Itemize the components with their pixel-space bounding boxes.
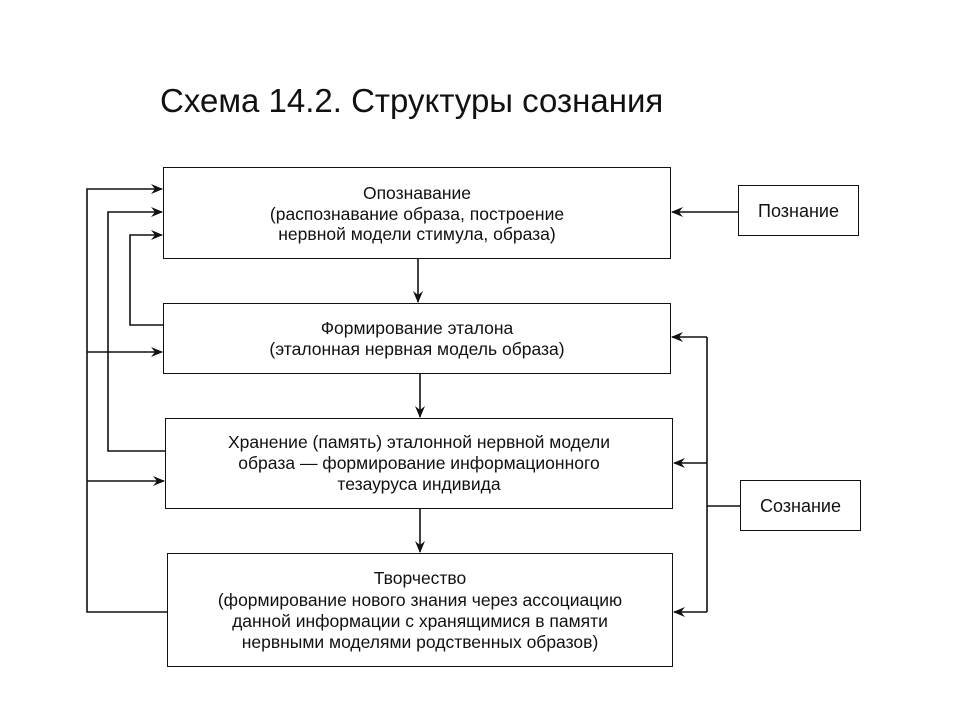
box-creativity-line: данной информации с хранящимися в памяти bbox=[232, 610, 608, 631]
box-recognition-title: Опознавание bbox=[362, 182, 472, 203]
box-cognition: Познание bbox=[738, 185, 859, 236]
box-cognition-label: Познание bbox=[758, 200, 839, 221]
box-consciousness: Сознание bbox=[740, 480, 861, 531]
diagram-title: Схема 14.2. Структуры сознания bbox=[160, 82, 664, 119]
box-storage-line: тезауруса индивида bbox=[337, 474, 501, 494]
box-creativity-line: (формирование нового знания через ассоци… bbox=[217, 589, 623, 610]
box-creativity: Творчество (формирование нового знания ч… bbox=[167, 553, 673, 667]
box-standard-formation: Формирование эталона (эталонная нервная … bbox=[163, 303, 671, 374]
box-recognition-line: (распознавание образа, построение bbox=[269, 203, 565, 224]
box-consciousness-label: Сознание bbox=[759, 495, 842, 516]
box-creativity-title: Творчество bbox=[373, 567, 467, 588]
box-creativity-line: нервными моделями родственных образов) bbox=[241, 631, 599, 652]
box-standard-line: (эталонная нервная модель образа) bbox=[269, 339, 565, 359]
box-storage: Хранение (память) эталонной нервной моде… bbox=[165, 418, 673, 509]
feedback-storage-to-recognition bbox=[107, 207, 165, 452]
feedback-creativity-to-recognition bbox=[86, 184, 167, 613]
box-storage-line: Хранение (память) эталонной нервной моде… bbox=[227, 432, 611, 452]
box-recognition: Опознавание (распознавание образа, постр… bbox=[163, 167, 671, 259]
feedback-standard-to-recognition bbox=[129, 230, 163, 326]
box-standard-title: Формирование эталона bbox=[320, 318, 514, 338]
box-storage-line: образа — формирование информационного bbox=[238, 453, 600, 473]
box-recognition-line: нервной модели стимула, образа) bbox=[278, 223, 556, 244]
